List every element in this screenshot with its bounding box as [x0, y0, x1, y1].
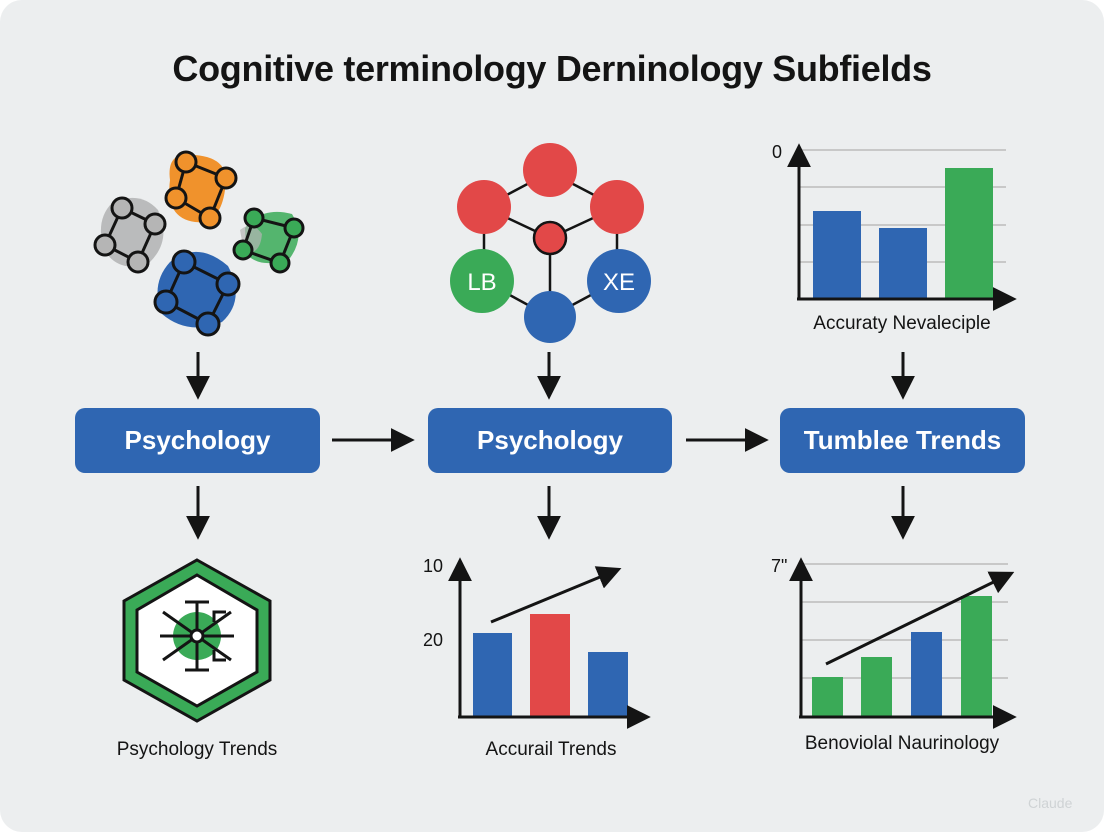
network-node-center: [534, 222, 566, 254]
chart-bottom-right-bar-3: [911, 632, 942, 717]
chart-bottom-right-caption: Benoviolal Naurinology: [764, 733, 1040, 755]
chart-top-right: [797, 148, 1012, 300]
chart-bottom-middle-bar-3: [588, 652, 628, 717]
blue-molecule-icon: [155, 251, 239, 335]
chart-top-right-bar-3: [945, 168, 993, 299]
chart-bottom-middle-caption: Accurail Trends: [430, 739, 672, 761]
bottom-left-caption: Psychology Trends: [60, 739, 334, 761]
process-node-1: Psychology: [75, 408, 320, 473]
watermark: Claude: [1028, 795, 1072, 811]
chart-bottom-right-bar-2: [861, 657, 892, 717]
network-label-lb: LB: [467, 269, 496, 296]
orange-molecule-icon: [166, 152, 236, 228]
network-graph: LB XE: [450, 143, 651, 343]
process-node-3: Tumblee Trends: [780, 408, 1025, 473]
chart-bottom-middle: [458, 562, 646, 718]
network-node-right: [590, 180, 644, 234]
network-label-xe: XE: [603, 269, 635, 296]
down-arrows-row1: [198, 352, 903, 395]
chart-bottom-right-bar-4: [961, 596, 992, 717]
green-molecule-icon: [234, 209, 303, 272]
network-node-bottom: [524, 291, 576, 343]
gray-molecule-icon: [95, 198, 165, 272]
chart-bottom-right-tick-label: 7": [771, 556, 787, 577]
chart-top-right-caption: Accuraty Nevaleciple: [776, 313, 1028, 335]
chart-top-right-bar-2: [879, 228, 927, 299]
hexagon-neuron-icon: [124, 560, 270, 721]
chart-bottom-right: [799, 562, 1012, 718]
network-node-top: [523, 143, 577, 197]
molecule-clusters-icon: [95, 152, 303, 335]
chart-top-right-tick-label: 0: [772, 142, 782, 163]
chart-bottom-middle-tick-label-mid: 20: [423, 630, 443, 651]
process-node-2: Psychology: [428, 408, 672, 473]
chart-bottom-middle-bar-1: [473, 633, 512, 717]
down-arrows-row2: [198, 486, 903, 535]
chart-bottom-right-bar-1: [812, 677, 843, 717]
chart-bottom-middle-tick-label-top: 10: [423, 556, 443, 577]
chart-bottom-middle-bar-2: [530, 614, 570, 717]
chart-top-right-bar-1: [813, 211, 861, 299]
network-node-left: [457, 180, 511, 234]
